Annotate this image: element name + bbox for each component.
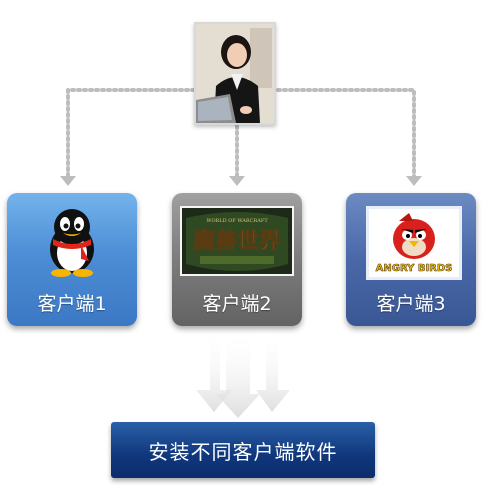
connector-right bbox=[276, 88, 416, 180]
merge-arrow-center bbox=[216, 330, 260, 418]
client-card-2: WORLD OF WARCRAFT 魔兽世界 客户端2 bbox=[172, 193, 302, 326]
world-of-warcraft-logo: WORLD OF WARCRAFT 魔兽世界 bbox=[180, 206, 294, 276]
wow-title: 魔兽世界 bbox=[193, 228, 281, 254]
qq-penguin-icon bbox=[17, 205, 127, 277]
connector-left bbox=[66, 88, 196, 180]
client-label-3: 客户端3 bbox=[376, 293, 446, 315]
angry-birds-title: ANGRY BIRDS bbox=[376, 263, 453, 274]
client-card-1: 客户端1 bbox=[7, 193, 137, 326]
client-card-3: ANGRY BIRDS 客户端3 bbox=[346, 193, 476, 326]
merge-arrow-right bbox=[256, 330, 410, 412]
arrowhead-left bbox=[60, 176, 76, 186]
wow-subtitle: WORLD OF WARCRAFT bbox=[206, 218, 268, 224]
install-clients-button[interactable]: 安装不同客户端软件 bbox=[111, 422, 375, 478]
client-label-2: 客户端2 bbox=[202, 293, 272, 315]
merge-arrow-left bbox=[72, 330, 232, 412]
client-label-1: 客户端1 bbox=[37, 293, 107, 315]
user-photo bbox=[194, 22, 276, 125]
angry-birds-logo: ANGRY BIRDS bbox=[366, 206, 462, 280]
arrowhead-right bbox=[406, 176, 422, 186]
arrowhead-center bbox=[229, 176, 245, 186]
